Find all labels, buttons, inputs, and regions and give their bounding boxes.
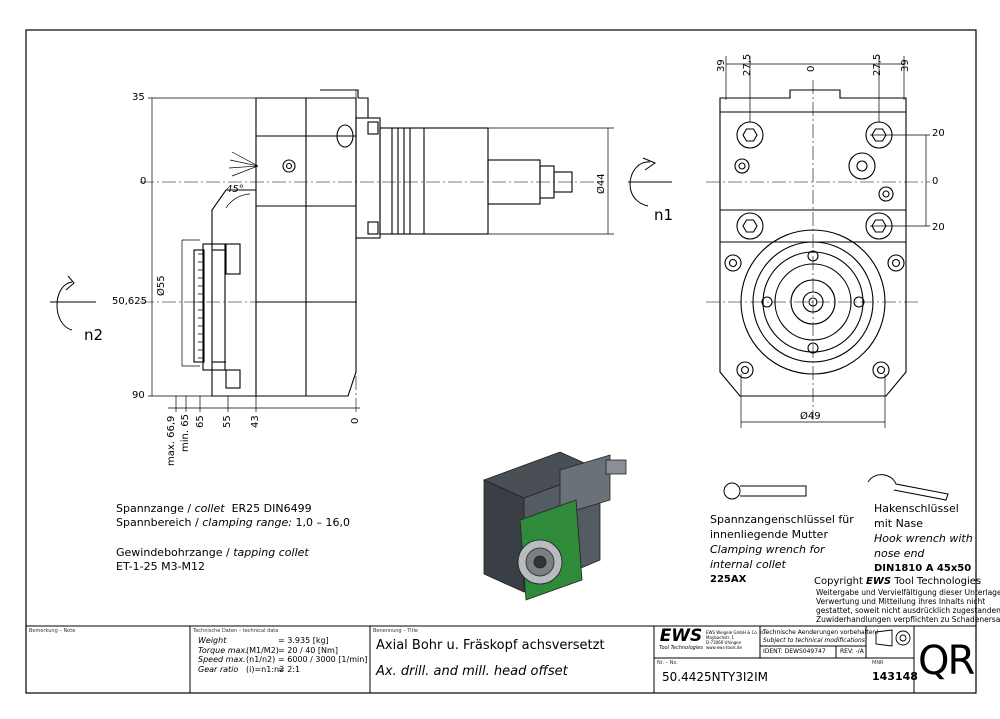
ews-logo: EWS Tool Technologies [659,626,703,652]
dim-y-top: 35 [132,92,145,103]
company-address: EWS Weigele GmbH & Co. KG Maybachstr. 1 … [706,630,766,650]
rotation-n1-icon [628,157,672,207]
dim-x-min: min. 65 [180,414,191,452]
copyright-notice: Weitergabe und Vervielfältigung dieser U… [816,588,1000,624]
tech-row: Torque max.(M1/M2)= 20 / 40 [Nm] [198,645,338,655]
tech-caption: Technische Daten – technical data [193,628,279,634]
tech-row: Weight= 3.935 [kg] [198,636,329,645]
dim-y-mid: 50,625 [112,296,147,307]
dim-dia-shank: Ø44 [596,173,607,194]
spec-tapping-value: ET-1-25 M3-M12 [116,560,206,573]
hook-wrench-icon [867,474,949,501]
dim-x-max: max. 66,9 [166,415,177,466]
copyright-heading: Copyright EWS Tool Technologies [814,576,982,587]
part-number: 50.4425NTY3I2IM [662,670,768,684]
dim-angle: 45° [226,184,244,195]
qr-mark: QR [918,638,975,684]
sheet-frame [25,29,977,694]
wrench2-text: Hakenschlüssel mit Nase Hook wrench with… [874,502,973,574]
dim-right-20-bottom: 20 [932,222,945,233]
tech-row: Speed max.(n1/n2)= 6000 / 3000 [1/min] [198,655,368,664]
spec-tapping: Gewindebohrzange / tapping collet [116,546,309,559]
revision: REV: -/A [840,648,864,655]
tech-data-table: Weight= 3.935 [kg] Torque max.(M1/M2)= 2… [198,636,367,674]
projection-symbol-icon [875,629,911,647]
dim-y-zero: 0 [140,176,147,187]
mnr-caption: MNR [872,660,884,666]
rotation-n2-label: n2 [84,326,104,344]
dim-dia-bore: Ø55 [156,275,167,296]
remark-caption: Bemerkung – Note [29,628,76,634]
spec-collet: Spannzange / collet ER25 DIN6499 [116,502,312,515]
dim-top-275-left: 27,5 [742,53,753,76]
rotation-n1-label: n1 [654,206,674,224]
dim-y-bottom: 90 [132,390,145,401]
spec-range: Spannbereich / clamping range: 1,0 – 16,… [116,516,350,529]
dim-top-275-right: 27,5 [872,53,883,76]
dim-x-0: 0 [350,417,361,424]
dim-x-43: 43 [250,415,261,428]
iso-render [482,451,627,601]
dim-right-20-top: 20 [932,128,945,139]
title-caption: Benennung – Title [373,628,418,634]
dim-x-55: 55 [222,415,233,428]
wrench1-text: Spannzangenschlüssel für innenliegende M… [710,513,854,585]
dim-top-39-left: 39 [716,59,727,72]
dim-x-65: 65 [195,415,206,428]
title-english: Ax. drill. and mill. head offset [376,664,568,679]
dim-dia-bottom: Ø49 [800,411,821,422]
title-block-lines [26,625,976,693]
mnr-number: 143148 [872,670,918,683]
dim-right-0: 0 [932,176,939,187]
rotation-n2-icon [50,275,96,331]
collet-wrench-icon [723,482,807,500]
dim-top-39-right: 39 [900,59,911,72]
change-notice: Technische Aenderungen vorbehalten! Subj… [763,629,879,644]
side-view [193,89,573,397]
dim-top-0: 0 [806,65,817,72]
tech-row: Gear ratio(i)=n1:n2= 2:1 [198,664,301,674]
nr-caption: Nr. – No. [657,660,678,666]
ident-number: IDENT: DEWS049747 [763,648,826,655]
title-german: Axial Bohr u. Fräskopf achsversetzt [376,638,605,653]
